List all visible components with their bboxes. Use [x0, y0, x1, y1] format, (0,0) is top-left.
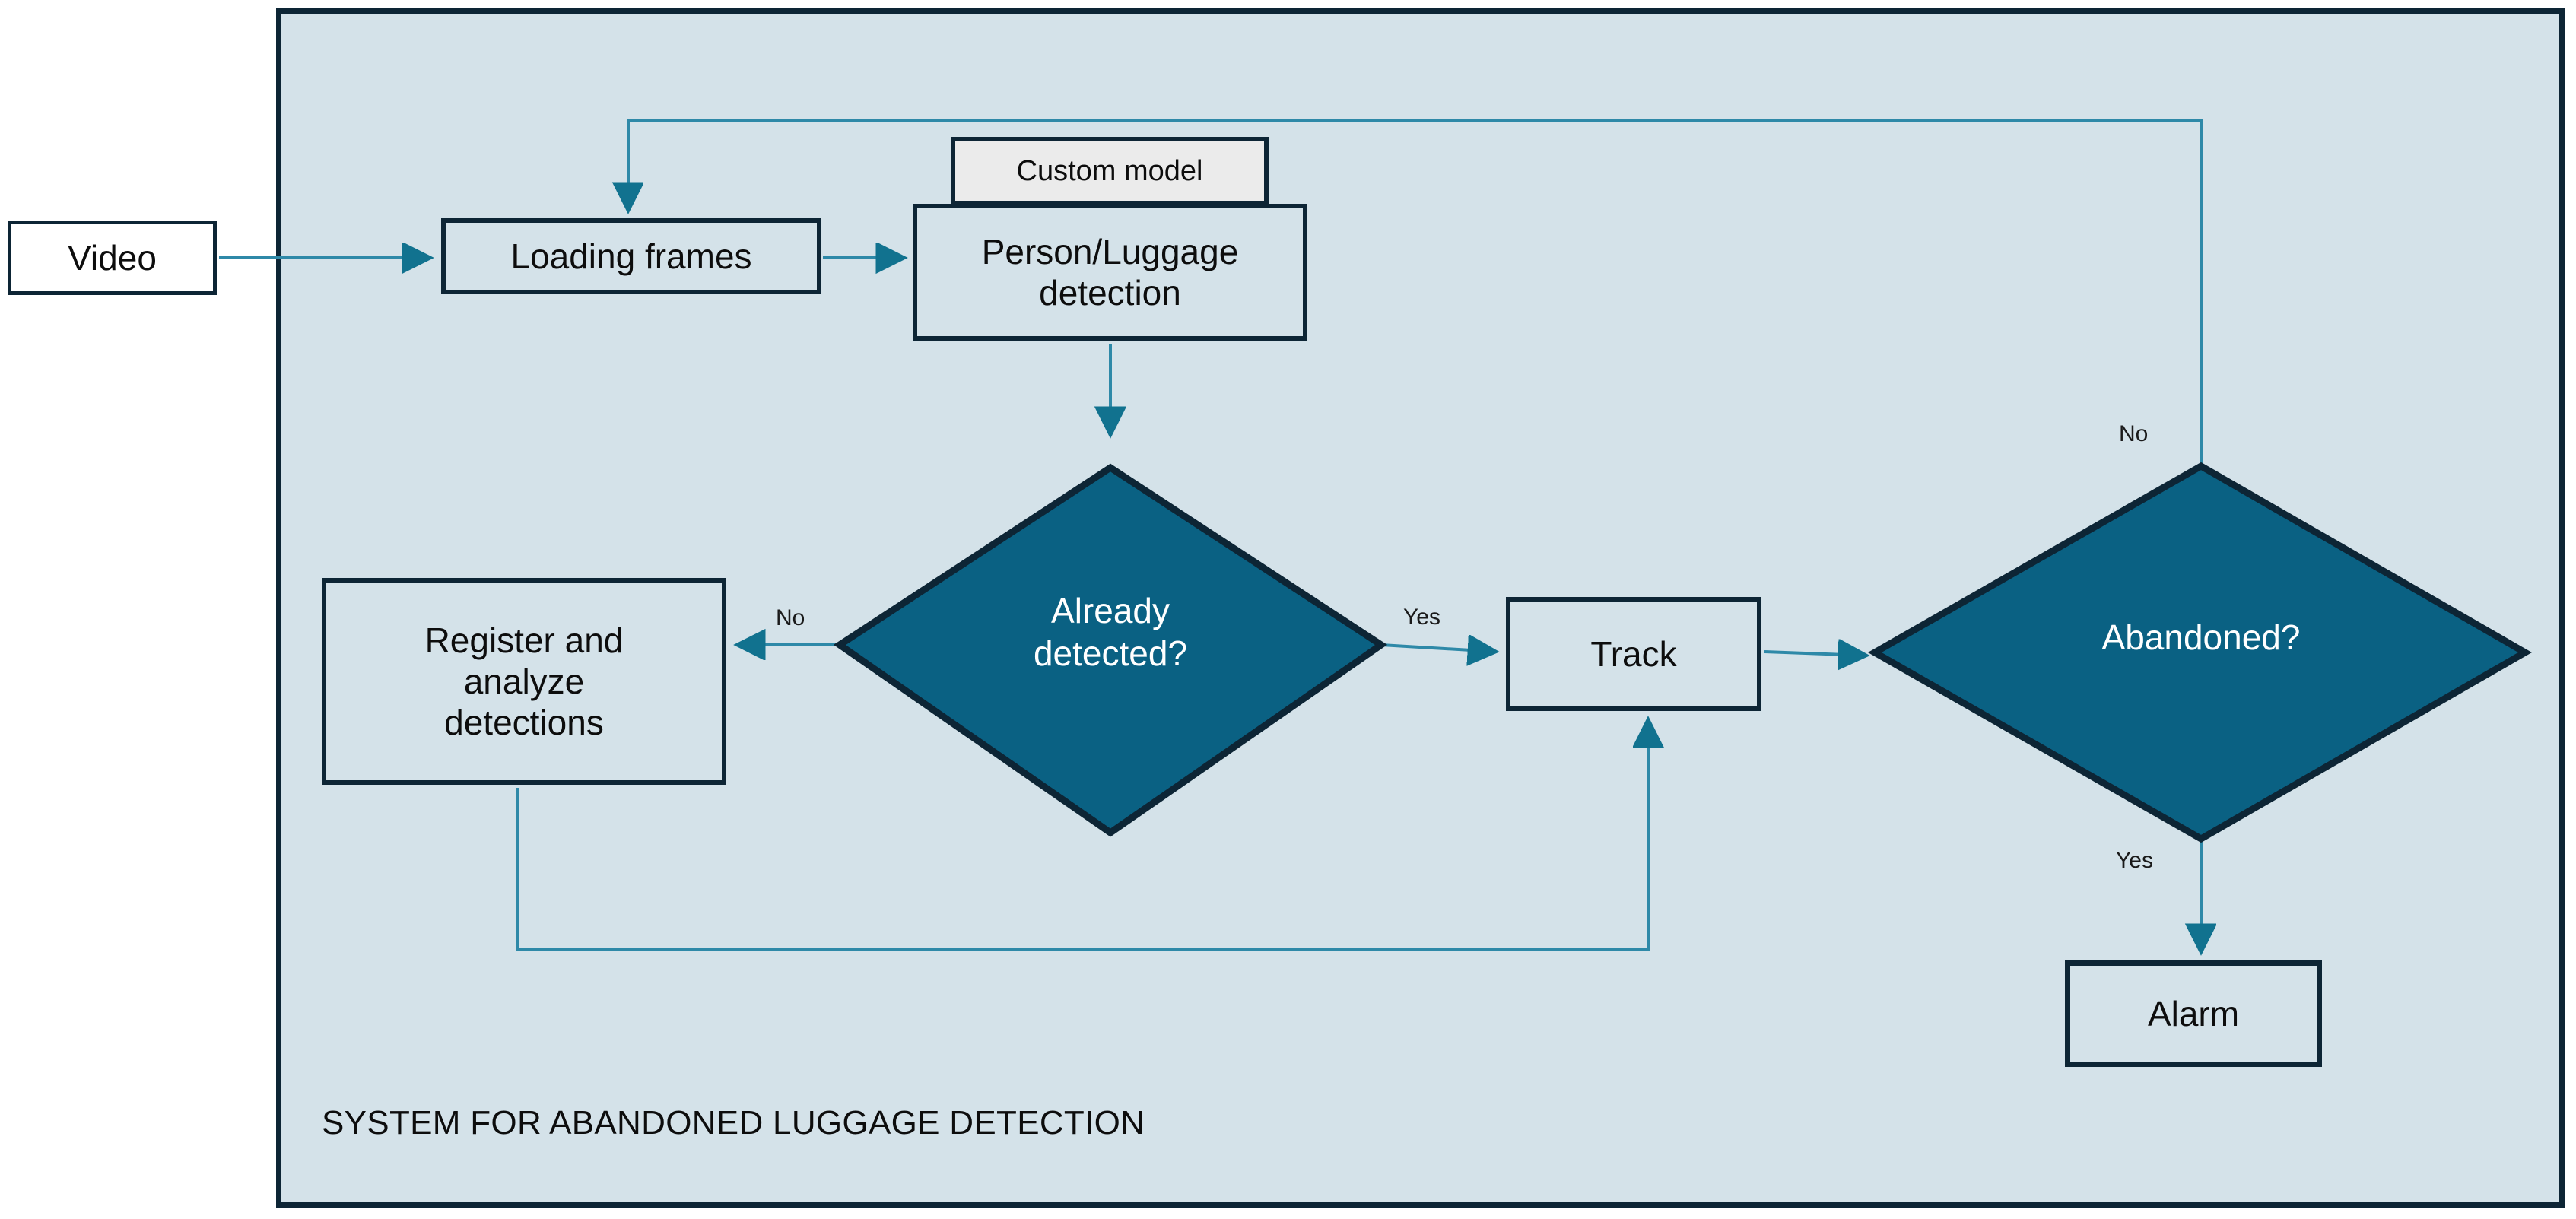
- node-register-label-line3: detections: [444, 703, 604, 743]
- node-alarm[interactable]: Alarm: [2065, 960, 2322, 1067]
- node-loading-frames-label: Loading frames: [510, 236, 752, 276]
- node-person-luggage-detection[interactable]: Person/Luggage detection: [913, 204, 1307, 341]
- edge-label-already-detected-yes: Yes: [1403, 605, 1440, 630]
- node-custom-model-label: Custom model: [1016, 154, 1203, 187]
- node-video-label: Video: [68, 237, 157, 278]
- edge-label-already-detected-no: No: [776, 605, 805, 630]
- node-alarm-label: Alarm: [2147, 993, 2240, 1033]
- node-register-analyze-detections[interactable]: Register and analyze detections: [322, 578, 726, 785]
- node-custom-model-annotation[interactable]: Custom model: [951, 137, 1269, 205]
- node-track[interactable]: Track: [1506, 597, 1761, 711]
- node-register-label-line1: Register and: [424, 620, 624, 660]
- node-loading-frames[interactable]: Loading frames: [441, 218, 821, 294]
- system-title: SYSTEM FOR ABANDONED LUGGAGE DETECTION: [322, 1104, 1145, 1141]
- node-track-label: Track: [1590, 633, 1677, 674]
- node-video[interactable]: Video: [8, 221, 217, 295]
- node-detection-label-line1: Person/Luggage: [981, 231, 1239, 271]
- edge-label-abandoned-yes: Yes: [2116, 848, 2153, 873]
- node-detection-label-line2: detection: [1039, 273, 1181, 313]
- node-register-label-line2: analyze: [463, 661, 585, 701]
- edge-label-abandoned-no: No: [2119, 421, 2149, 446]
